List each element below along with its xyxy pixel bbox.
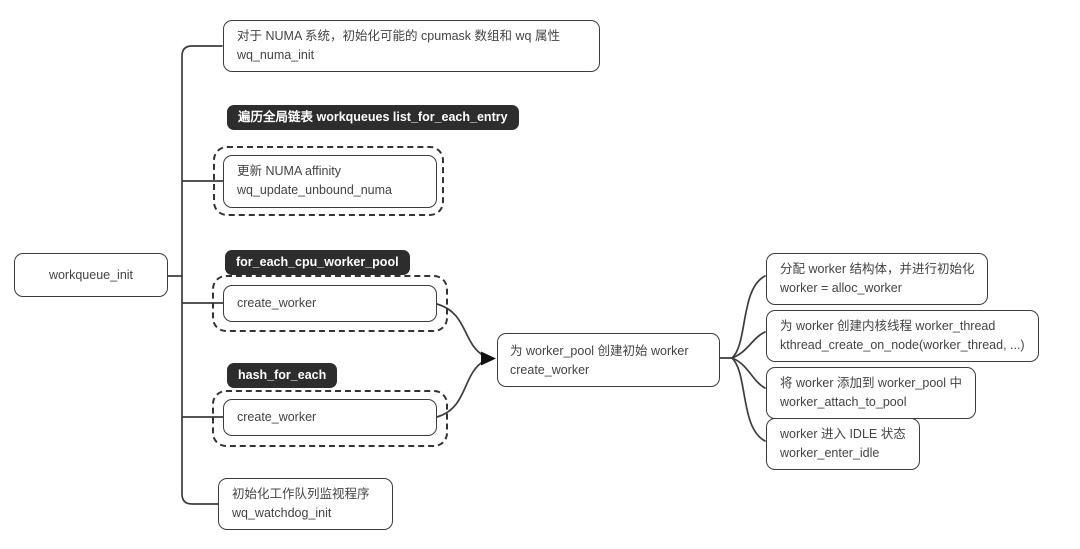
connector-create-worker-bottom [436,360,485,418]
node-description: 初始化工作队列监视程序 [232,487,370,501]
group-header-for-each-cpu-worker-pool: for_each_cpu_worker_pool [225,250,410,276]
group-container-for-each-cpu-worker-pool [212,275,448,332]
node-description: 分配 worker 结构体，并进行初始化 [780,262,975,276]
group-header-function: list_for_each_entry [392,110,508,124]
node-function: worker = alloc_worker [780,280,902,295]
group-container-list-for-each-entry [213,146,444,216]
node-workqueue-init: workqueue_init [14,253,168,297]
node-wq-update-unbound-numa: 更新 NUMA affinity wq_update_unbound_numa [223,155,437,208]
node-label: workqueue_init [48,267,134,282]
node-function: worker_attach_to_pool [780,394,907,409]
node-function: wq_numa_init [237,47,315,62]
node-function: worker_enter_idle [780,445,880,460]
node-description: 更新 NUMA affinity [237,164,341,178]
group-header-hash-for-each: hash_for_each [227,363,338,389]
arrowhead-icon [481,351,496,366]
connector-right4 [731,357,766,442]
node-worker-attach-to-pool: 将 worker 添加到 worker_pool 中 worker_attach… [766,367,976,419]
group-header-description: 遍历全局链表 workqueues [238,110,390,124]
node-create-worker-hash: create_worker [223,399,437,436]
node-description: 将 worker 添加到 worker_pool 中 [780,376,962,390]
node-alloc-worker: 分配 worker 结构体，并进行初始化 worker = alloc_work… [766,253,989,305]
group-container-hash-for-each [212,390,448,447]
node-description: 为 worker_pool 创建初始 worker [510,344,689,358]
group-header-function: for_each_cpu_worker_pool [236,255,399,269]
node-create-worker-cpu-pool: create_worker [223,285,437,322]
node-wq-watchdog-init: 初始化工作队列监视程序 wq_watchdog_init [218,478,393,530]
group-header-function: hash_for_each [238,368,327,382]
connector-create-worker-top [436,303,485,357]
node-function: kthread_create_on_node(worker_thread, ..… [780,337,1025,352]
node-description: 对于 NUMA 系统，初始化可能的 cpumask 数组和 wq 属性 [237,29,560,43]
node-kthread-create-on-node: 为 worker 创建内核线程 worker_thread kthread_cr… [766,310,1039,362]
connector-right1 [731,275,766,359]
connector-trunk [181,45,223,505]
connector-right3 [731,357,766,389]
group-header-list-for-each-entry: 遍历全局链表 workqueues list_for_each_entry [227,105,519,131]
node-wq-numa-init: 对于 NUMA 系统，初始化可能的 cpumask 数组和 wq 属性 wq_n… [223,20,600,72]
node-create-worker-detail: 为 worker_pool 创建初始 worker create_worker [497,333,720,387]
node-function: wq_update_unbound_numa [237,182,392,197]
node-worker-enter-idle: worker 进入 IDLE 状态 worker_enter_idle [766,418,920,470]
node-function: create_worker [237,296,317,311]
node-description: 为 worker 创建内核线程 worker_thread [780,319,996,333]
node-function: create_worker [510,362,590,377]
node-description: worker 进入 IDLE 状态 [780,427,906,441]
connector-right2 [731,331,766,359]
node-function: wq_watchdog_init [232,505,332,520]
node-function: create_worker [237,410,317,425]
